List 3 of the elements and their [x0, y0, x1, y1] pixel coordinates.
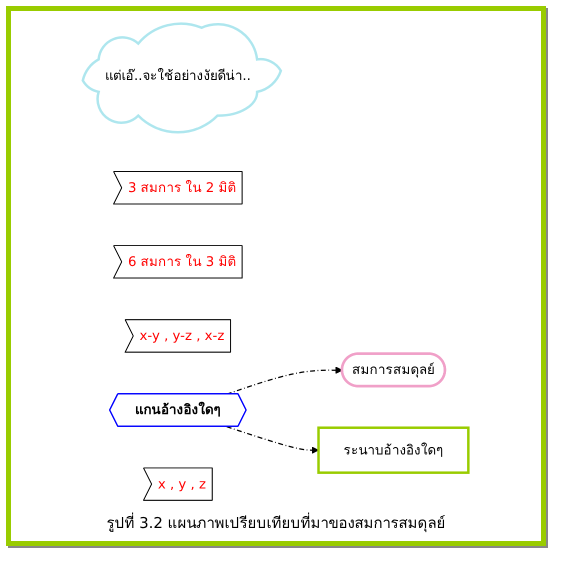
- node-box: ระนาบอ้างอิงใดๆ: [318, 426, 470, 474]
- arrow: [226, 426, 320, 454]
- figure-caption: รูปที่ 3.2 แผนภาพเปรียบเทียบที่มาของสมการสมดุลย์: [106, 512, 446, 534]
